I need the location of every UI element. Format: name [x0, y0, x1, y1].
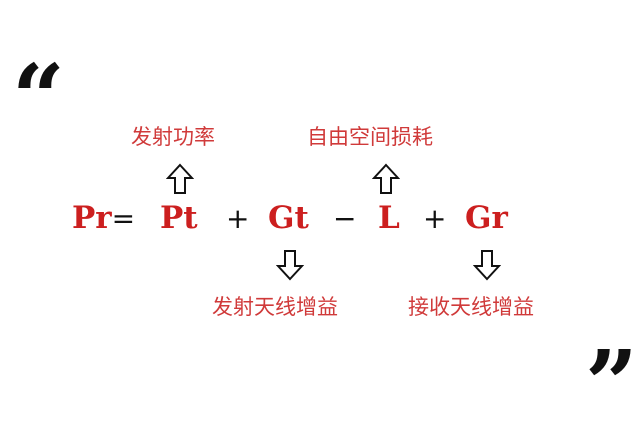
- down-arrow-icon: [473, 250, 501, 281]
- operator-equals: =: [111, 202, 136, 235]
- label-transmit-antenna-gain: 发射天线增益: [212, 295, 338, 319]
- open-quote-mark: “: [12, 44, 65, 152]
- up-arrow-icon: [372, 163, 400, 194]
- term-l: L: [378, 200, 400, 236]
- label-receive-antenna-gain: 接收天线增益: [408, 295, 534, 319]
- operator-plus: +: [226, 202, 250, 235]
- term-pr: Pr: [72, 200, 112, 236]
- label-free-space-loss: 自由空间损耗: [307, 125, 433, 149]
- term-pt: Pt: [160, 200, 198, 236]
- operator-plus: +: [423, 202, 447, 235]
- close-quote-mark: ”: [585, 330, 638, 438]
- down-arrow-icon: [276, 250, 304, 281]
- term-gt: Gt: [268, 200, 309, 236]
- label-transmit-power: 发射功率: [131, 125, 215, 149]
- term-gr: Gr: [465, 200, 508, 236]
- operator-minus: −: [333, 202, 357, 235]
- up-arrow-icon: [166, 163, 194, 194]
